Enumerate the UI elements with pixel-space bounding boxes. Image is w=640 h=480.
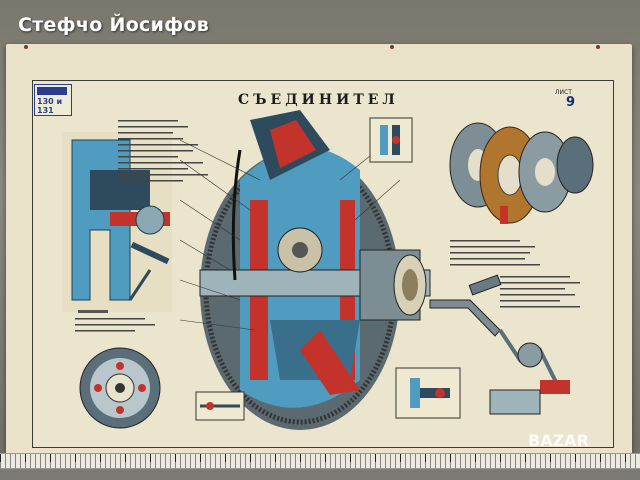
author-watermark: Стефчо Йосифов: [18, 14, 210, 36]
friction-disc-front-view: [79, 347, 161, 429]
label-lines-left: [75, 120, 208, 332]
pin: [24, 45, 28, 49]
pin: [596, 45, 600, 49]
release-bearing-inset: [395, 367, 461, 419]
exploded-discs: [449, 122, 594, 224]
floor: [0, 467, 640, 480]
poster-title: СЪЕДИНИТЕЛ: [238, 92, 399, 108]
site-watermark: BAZAR: [528, 431, 589, 450]
label-lines-right: [450, 240, 580, 308]
pin: [390, 45, 394, 49]
sheet-label: ЛИСТ: [555, 89, 572, 96]
main-clutch-cutaway: [199, 110, 431, 430]
fork-inset: [195, 391, 245, 421]
leader-lines: [179, 139, 401, 331]
left-section-diagram: [62, 132, 172, 313]
sheet-number: 9: [566, 95, 576, 110]
bolt-inset-diagram: [369, 117, 413, 163]
publisher-logo: 130 и 131: [34, 84, 72, 116]
measuring-tape: [0, 453, 640, 469]
clutch-pedal-linkage: [429, 274, 570, 415]
